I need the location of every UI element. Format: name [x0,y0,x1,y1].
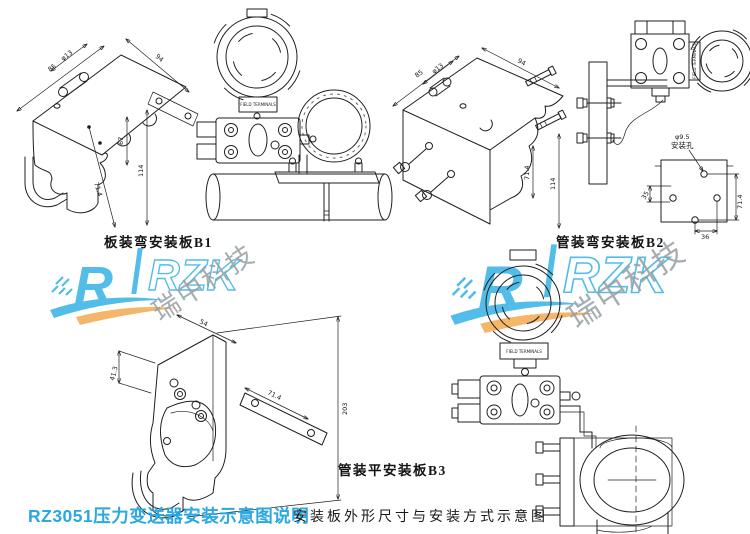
dim-detail-vertical: 71.4 [736,195,744,209]
figure-transmitter-horizontal-pipe: FIELD TERMINALS [196,8,393,222]
dim-b3-total-height: 203 [341,403,349,415]
watermark-brand-outline: RZK [563,247,670,304]
page-title: RZ3051压力变送器安装示意图说明 [28,506,310,526]
watermark-logo-left: R RZK 瑞中科技 [50,239,261,327]
figure-b2-bracket-drawing: 85 φ13 94 71.4 114 [385,28,567,229]
label-figure-b2: 管装弯安装板B2 [556,235,665,250]
nameplate-text: FIELD TERMINALS [692,43,697,79]
label-figure-b3: 管装平安装板B3 [338,463,447,478]
dim-b2-total-height: 114 [549,178,557,190]
hole-detail-dia-label: φ9.5 [675,133,690,141]
dim-b2-top-depth: 94 [516,57,527,68]
clamp-bolts [535,441,561,518]
figure-hole-pattern-detail: φ9.5 安装孔 71.4 36 35 [640,133,744,241]
dim-b3-bolt-spacing: 71.4 [266,389,283,403]
watermark-bar [131,248,143,294]
dim-b2-bolt-spacing: 71.4 [523,166,531,180]
watermark-logo-right: R RZK 瑞中科技 [450,233,692,335]
dim-b3-top-width: 54 [198,318,209,329]
nameplate-text: FIELD TERMINALS [506,349,542,354]
watermark-bar [543,244,557,298]
dim-detail-horizontal: 36 [701,233,709,241]
watermark-hash-icon [51,276,73,296]
label-figure-b1: 板装弯安装板B1 [104,235,213,250]
watermark-brand-outline: RZK [148,251,242,300]
figure-b3-plate-drawing: 54 41.3 71.4 203 [108,293,349,519]
watermark-swoosh-cyan [450,301,584,325]
figure-transmitter-vertical-pipe: FIELD TERMINALS [451,249,685,534]
dim-b2-top-width: 85 [413,68,424,79]
dim-detail-side: 35 [640,190,651,201]
dim-b1-bolt-spacing: 71.4 [92,181,104,197]
figure-b1-bracket-drawing: 85 φ13 94 67 114 71.4 [5,15,199,250]
dim-b1-hole: φ13 [59,49,74,63]
dim-b2-hole: φ13 [430,62,445,76]
dim-b1-top-width: 85 [46,62,57,73]
dim-b1-total-height: 114 [137,165,145,177]
watermark-swoosh-cyan [50,297,166,318]
panel-bolt-top [576,97,622,109]
page-subtitle: 安装板外形尺寸与安装方式示意图 [293,510,548,525]
figure-transmitter-panel-side-view: FIELD TERMINALS [576,20,750,185]
watermark-hash-icon [451,276,477,300]
dim-b3-hole-offset: 41.3 [108,365,119,381]
dim-b1-mid-height: 67 [117,137,125,145]
panel-bolt-bottom [576,132,622,144]
hole-detail-name-label: 安装孔 [671,140,694,150]
dim-b1-top-depth: 94 [154,52,165,63]
nameplate-text: FIELD TERMINALS [240,102,276,107]
watermark-swoosh-orange [76,307,176,325]
